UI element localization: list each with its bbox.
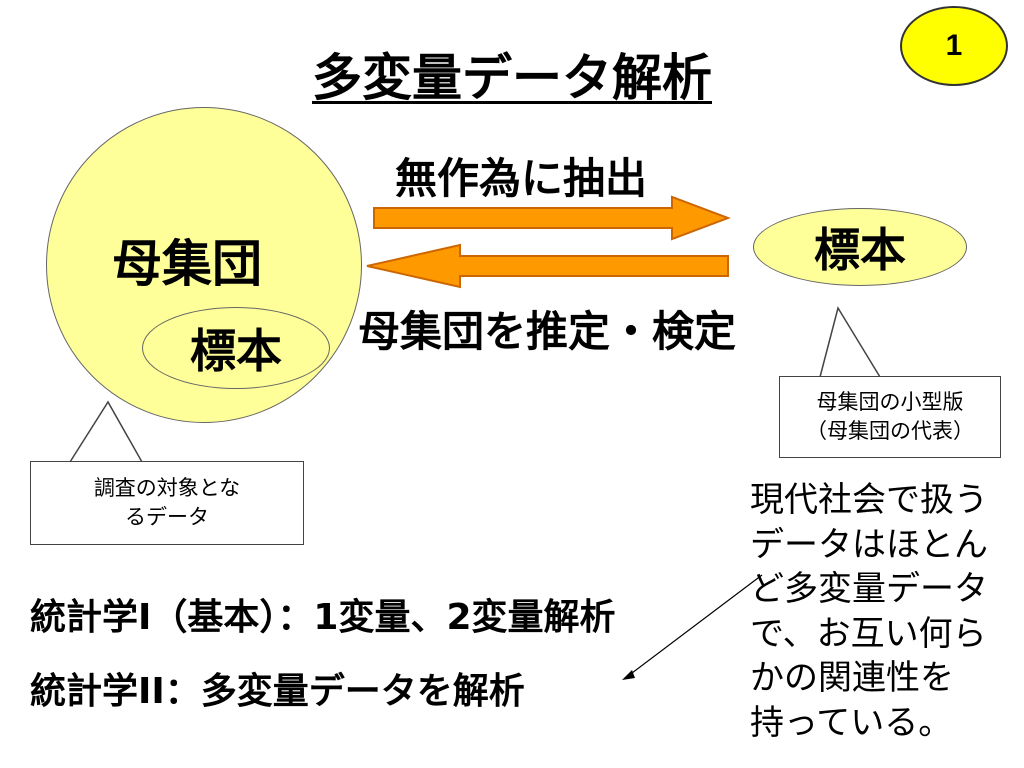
arrow-top-label: 無作為に抽出 bbox=[395, 154, 648, 203]
note-line: データはほとん bbox=[750, 524, 988, 565]
connector-arrowhead bbox=[622, 670, 635, 680]
note-line: 現代社会で扱う bbox=[750, 480, 988, 520]
sample-ellipse-right: 標本 bbox=[753, 208, 967, 286]
callout-left-pointer bbox=[68, 400, 144, 463]
callout-left-line1: 調査の対象とな bbox=[93, 476, 241, 500]
slide-number-badge: 1 bbox=[900, 6, 1008, 86]
slide-title: 多変量データ解析 bbox=[0, 38, 1024, 110]
sample-ellipse-inner: 標本 bbox=[142, 307, 330, 389]
callout-right-line1: 母集団の小型版 bbox=[816, 390, 964, 414]
note-line: 持っている。 bbox=[750, 702, 953, 743]
sample-label-right: 標本 bbox=[814, 223, 906, 277]
sample-label-inner: 標本 bbox=[190, 324, 282, 378]
population-label: 母集団 bbox=[112, 235, 262, 293]
callout-right-pointer bbox=[819, 306, 882, 378]
callout-right-line2: （母集団の代表） bbox=[806, 419, 974, 443]
note-line: で、お互い何ら bbox=[750, 613, 987, 654]
arrow-left bbox=[366, 243, 729, 289]
stats-line-1: 統計学I（基本）：1変量、2変量解析 bbox=[30, 597, 616, 638]
callout-right: 母集団の小型版 （母集団の代表） bbox=[779, 376, 1001, 458]
note-line: かの関連性を bbox=[750, 658, 954, 698]
arrow-right bbox=[373, 195, 731, 241]
slide-title-text: 多変量データ解析 bbox=[312, 49, 712, 107]
callout-left: 調査の対象とな るデータ bbox=[30, 461, 304, 545]
arrow-bottom-label: 母集団を推定・検定 bbox=[358, 307, 737, 356]
stats-line-2: 統計学II：多変量データを解析 bbox=[30, 671, 525, 712]
note-text: 現代社会で扱う データはほとん ど多変量データ で、お互い何ら かの関連性を 持… bbox=[750, 478, 1020, 745]
note-line: ど多変量データ bbox=[750, 569, 988, 609]
slide-number: 1 bbox=[945, 29, 963, 62]
connector-line bbox=[627, 574, 763, 677]
callout-left-line2: るデータ bbox=[125, 505, 209, 529]
